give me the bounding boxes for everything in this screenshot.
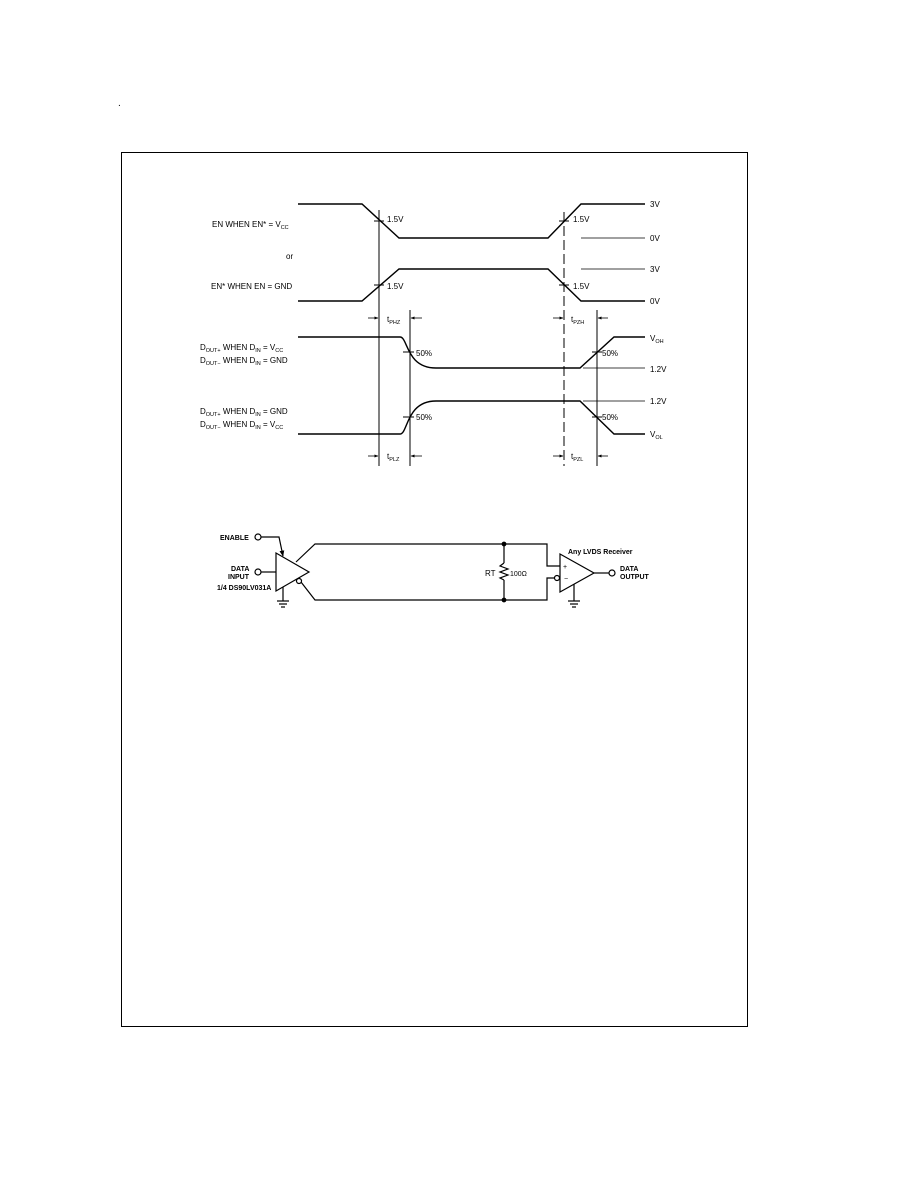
- dout1-label-1: DOUT+ WHEN DIN = VCC: [200, 343, 283, 354]
- en-waveform: [298, 203, 645, 239]
- receiver-input-bubble: [553, 574, 561, 582]
- circuit-labels: ENABLE DATA INPUT 1/4 DS90LV031A RT 100Ω…: [217, 535, 650, 592]
- dout1-waveform: [298, 336, 645, 369]
- dout1-pct-right: 50%: [602, 349, 618, 358]
- test-circuit: [254, 533, 616, 608]
- vol-label: VOL: [650, 430, 663, 441]
- en-star-thr-left: 1.5V: [387, 282, 404, 291]
- t-pzh-label: tPZH: [571, 315, 584, 326]
- data-output-terminal: [608, 569, 616, 577]
- en-star-row-label: EN* WHEN EN = GND: [211, 282, 292, 291]
- timing-diagram: [298, 203, 645, 466]
- en-thr-left: 1.5V: [387, 215, 404, 224]
- driver-triangle: [275, 551, 311, 593]
- dout2-waveform: [298, 400, 645, 435]
- driver-inverting-bubble: [295, 577, 303, 585]
- dout1-pct-left: 50%: [416, 349, 432, 358]
- en-star-waveform: [298, 268, 645, 302]
- dout2-pct-right: 50%: [602, 413, 618, 422]
- dout2-pct-left: 50%: [416, 413, 432, 422]
- or-label: or: [286, 252, 293, 261]
- page-mark: .: [118, 98, 121, 109]
- en-low-label: 0V: [650, 234, 660, 243]
- dout1-label-2: DOUT− WHEN DIN = GND: [200, 356, 288, 367]
- enable-terminal: [254, 533, 262, 541]
- en-row-label: EN WHEN EN* = VCC: [212, 220, 289, 231]
- enable-label: ENABLE: [220, 535, 249, 542]
- data-input-terminal: [254, 568, 262, 576]
- en-high-label: 3V: [650, 200, 660, 209]
- receiver-label: Any LVDS Receiver: [568, 549, 633, 556]
- dout1-mid-label: 1.2V: [650, 365, 667, 374]
- en-star-high-label: 3V: [650, 265, 660, 274]
- receiver-triangle: [559, 552, 596, 594]
- t-phz-label: tPHZ: [387, 315, 401, 326]
- receiver-plus: +: [563, 564, 567, 571]
- en-star-low-label: 0V: [650, 297, 660, 306]
- voh-label: VOH: [650, 334, 664, 345]
- dout2-mid-label: 1.2V: [650, 397, 667, 406]
- en-thr-right: 1.5V: [573, 215, 590, 224]
- threshold-ticks: [374, 220, 602, 418]
- enable-wire: [261, 536, 285, 557]
- diff-line-bottom: [300, 577, 557, 601]
- timing-arrows: [368, 316, 608, 458]
- termination-resistor: [498, 562, 510, 581]
- data-output-label-1: DATA: [620, 566, 638, 573]
- timing-labels: EN WHEN EN* = VCC or 1.5V 1.5V 3V 0V EN*…: [200, 200, 667, 463]
- dout2-label-2: DOUT− WHEN DIN = VCC: [200, 420, 283, 431]
- figure-frame: [121, 152, 748, 1027]
- rt-value-label: 100Ω: [510, 571, 527, 578]
- dout2-label-1: DOUT+ WHEN DIN = GND: [200, 407, 288, 418]
- t-plz-label: tPLZ: [387, 452, 400, 463]
- diff-line-top: [295, 543, 560, 567]
- data-output-label-2: OUTPUT: [620, 574, 650, 581]
- t-pzl-label: tPZL: [571, 452, 583, 463]
- en-star-thr-right: 1.5V: [573, 282, 590, 291]
- rt-label: RT: [485, 569, 496, 578]
- data-input-label-1: DATA: [231, 566, 249, 573]
- data-input-label-2: INPUT: [228, 574, 250, 581]
- driver-part-label: 1/4 DS90LV031A: [217, 585, 271, 592]
- receiver-minus: −: [564, 576, 568, 583]
